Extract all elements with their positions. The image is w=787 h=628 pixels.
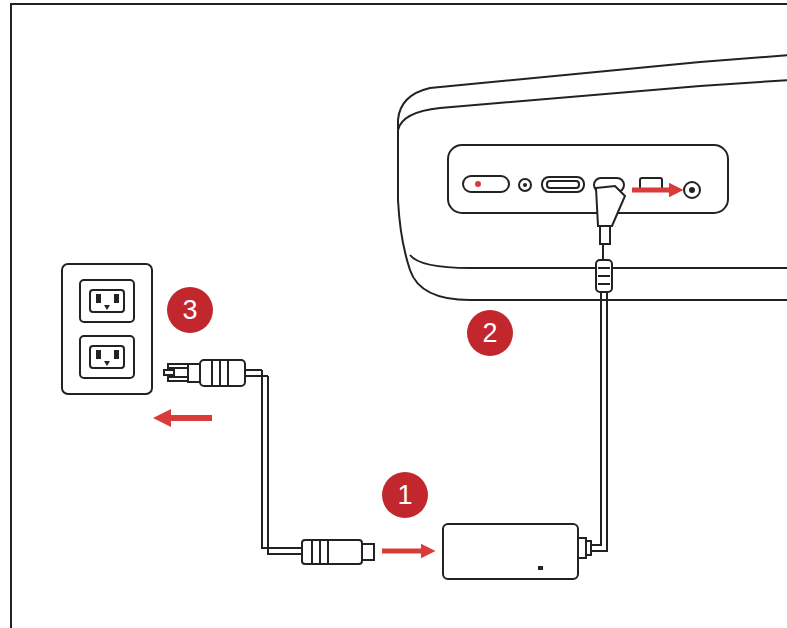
dc-cable [590, 292, 607, 551]
callout-number: 3 [167, 287, 213, 333]
callout-number: 2 [467, 310, 513, 356]
wall-outlet [62, 264, 152, 394]
dc-plug [596, 186, 625, 292]
insert-arrow [162, 415, 212, 421]
ac-cord [164, 360, 374, 564]
insert-arrow [382, 549, 428, 554]
callout-number: 1 [382, 472, 428, 518]
insert-arrow [632, 188, 676, 193]
frame [11, 4, 787, 628]
projector [398, 55, 787, 300]
power-adapter [443, 524, 591, 579]
